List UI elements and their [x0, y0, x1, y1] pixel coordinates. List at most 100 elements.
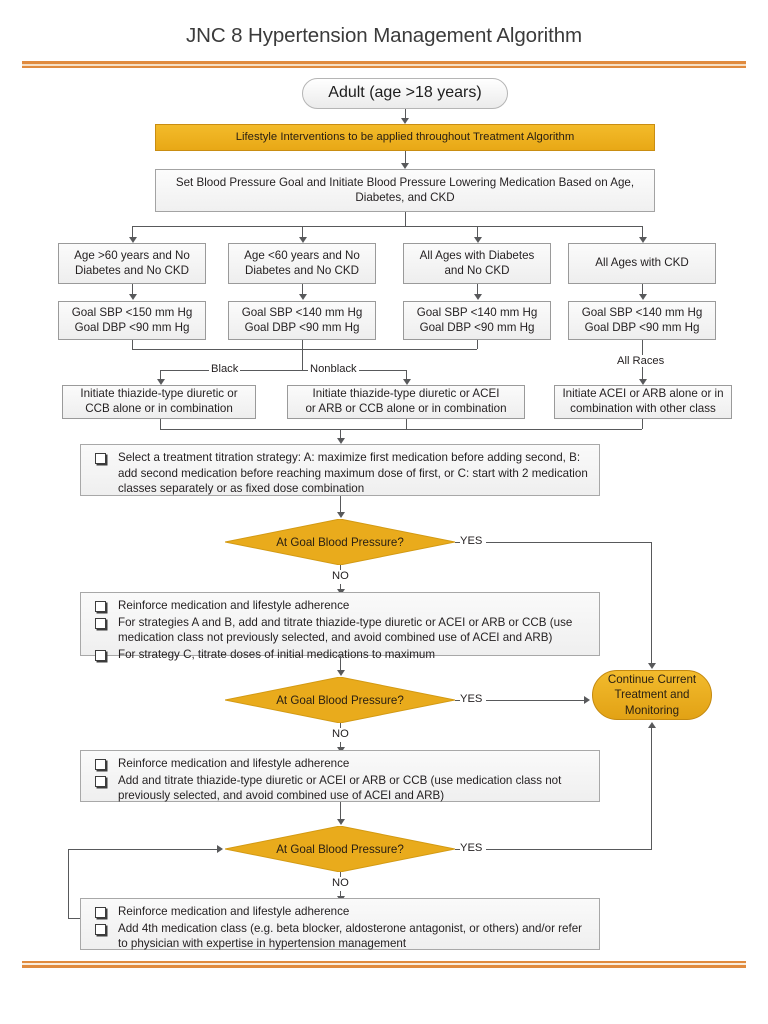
- edge-label-no-2: NO: [330, 728, 351, 740]
- connector-yes3-right: [486, 848, 652, 850]
- node-step4-box[interactable]: Reinforce medication and lifestyle adher…: [80, 898, 600, 950]
- checkbox-icon: [95, 923, 106, 935]
- list-item-text: Reinforce medication and lifestyle adher…: [118, 757, 350, 770]
- arrow-black-branch: [156, 379, 165, 385]
- node-step3-box[interactable]: Reinforce medication and lifestyle adher…: [80, 750, 600, 802]
- edge-label-yes-1: YES: [458, 535, 485, 547]
- arrow-lifestyle-to-setgoal: [400, 163, 409, 169]
- connector-yes1-down: [651, 541, 653, 666]
- list-item-text: Add 4th medication class (e.g. beta bloc…: [118, 921, 583, 951]
- connector-feedback-left: [68, 848, 70, 919]
- checkbox-icon: [95, 601, 106, 612]
- arrow-yes3-into-oval: [647, 722, 656, 728]
- arrow-pop3-to-goal3: [473, 294, 482, 300]
- node-start-label: Adult (age >18 years): [328, 84, 482, 102]
- list-item-text: Select a treatment titration strategy: A…: [118, 451, 588, 496]
- footer-divider: [22, 961, 746, 968]
- edge-label-yes-2: YES: [458, 693, 485, 705]
- arrow-yes1-into-oval: [647, 663, 656, 669]
- connector-yes3-up: [651, 728, 653, 849]
- node-decision-3[interactable]: At Goal Blood Pressure?: [225, 826, 455, 872]
- arrow-to-pop-3: [473, 237, 482, 243]
- node-lifestyle-interventions[interactable]: Lifestyle Interventions to be applied th…: [155, 124, 655, 151]
- node-lifestyle-label: Lifestyle Interventions to be applied th…: [235, 131, 575, 144]
- list-item-text: Reinforce medication and lifestyle adher…: [118, 905, 350, 918]
- connector-setgoal-bus: [132, 225, 642, 227]
- connector-merge-bus: [132, 348, 477, 350]
- list-item-text: For strategies A and B, add and titrate …: [118, 615, 573, 645]
- arrow-nonblack-branch: [402, 379, 411, 385]
- checkbox-icon: [95, 907, 106, 918]
- node-step2-box[interactable]: Reinforce medication and lifestyle adher…: [80, 592, 600, 661]
- header-divider: [22, 61, 746, 68]
- node-population-4-label: All Ages with CKD: [595, 256, 689, 270]
- node-continue-line-1: Continue Current: [607, 673, 697, 687]
- checkbox-icon: [95, 649, 106, 661]
- arrow-allraces-branch: [638, 379, 647, 385]
- arrow-to-pop-2: [298, 237, 307, 243]
- list-item-text: Reinforce medication and lifestyle adher…: [118, 599, 350, 612]
- checkbox-icon: [95, 759, 106, 770]
- diamond-shape: [225, 519, 455, 565]
- node-decision-2[interactable]: At Goal Blood Pressure?: [225, 677, 455, 723]
- list-item: Add 4th medication class (e.g. beta bloc…: [89, 921, 591, 952]
- list-item: Add and titrate thiazide-type diuretic o…: [89, 773, 591, 804]
- node-decision-1[interactable]: At Goal Blood Pressure?: [225, 519, 455, 565]
- arrow-to-strategy-box: [336, 438, 345, 444]
- list-item: For strategies A and B, add and titrate …: [89, 615, 591, 646]
- node-population-4[interactable]: All Ages with CKD: [568, 243, 716, 284]
- node-set-bp-goal[interactable]: Set Blood Pressure Goal and Initiate Blo…: [155, 169, 655, 212]
- page-title: JNC 8 Hypertension Management Algorithm: [185, 24, 583, 47]
- connector-initiate-merge-bus: [160, 428, 642, 430]
- edge-label-no-1: NO: [330, 570, 351, 582]
- list-item: For strategy C, titrate doses of initial…: [89, 647, 591, 663]
- arrow-pop4-to-goal4: [638, 294, 647, 300]
- arrow-to-pop-1: [128, 237, 137, 243]
- node-continue-line-2: Treatment and: [614, 688, 690, 702]
- arrow-step3-to-decision3: [336, 819, 345, 825]
- connector-yes1-right: [486, 541, 652, 543]
- edge-label-no-3: NO: [330, 877, 351, 889]
- arrow-yes2-into-oval: [584, 695, 590, 704]
- checkbox-icon: [95, 453, 106, 464]
- list-item: Select a treatment titration strategy: A…: [89, 450, 591, 497]
- arrow-feedback-into-decision3: [217, 844, 223, 853]
- edge-label-all-races: All Races: [615, 355, 667, 367]
- diamond-shape: [225, 677, 455, 723]
- arrow-start-to-lifestyle: [400, 118, 409, 124]
- node-continue-line-3: Monitoring: [624, 703, 680, 717]
- node-set-bp-goal-label: Set Blood Pressure Goal and Initiate Blo…: [175, 175, 635, 204]
- edge-label-black: Black: [209, 363, 241, 375]
- arrow-pop2-to-goal2: [298, 294, 307, 300]
- edge-label-nonblack: Nonblack: [308, 363, 359, 375]
- list-item: Reinforce medication and lifestyle adher…: [89, 904, 591, 920]
- arrow-to-pop-4: [638, 237, 647, 243]
- node-start-adult[interactable]: Adult (age >18 years): [302, 78, 508, 109]
- list-item-text: For strategy C, titrate doses of initial…: [118, 647, 436, 661]
- list-item: Reinforce medication and lifestyle adher…: [89, 598, 591, 614]
- list-item: Reinforce medication and lifestyle adher…: [89, 756, 591, 772]
- edge-label-yes-3: YES: [458, 842, 485, 854]
- diamond-shape: [225, 826, 455, 872]
- node-continue-treatment[interactable]: Continue Current Treatment and Monitorin…: [592, 670, 712, 720]
- node-strategy-box[interactable]: Select a treatment titration strategy: A…: [80, 444, 600, 496]
- checkbox-icon: [95, 775, 106, 787]
